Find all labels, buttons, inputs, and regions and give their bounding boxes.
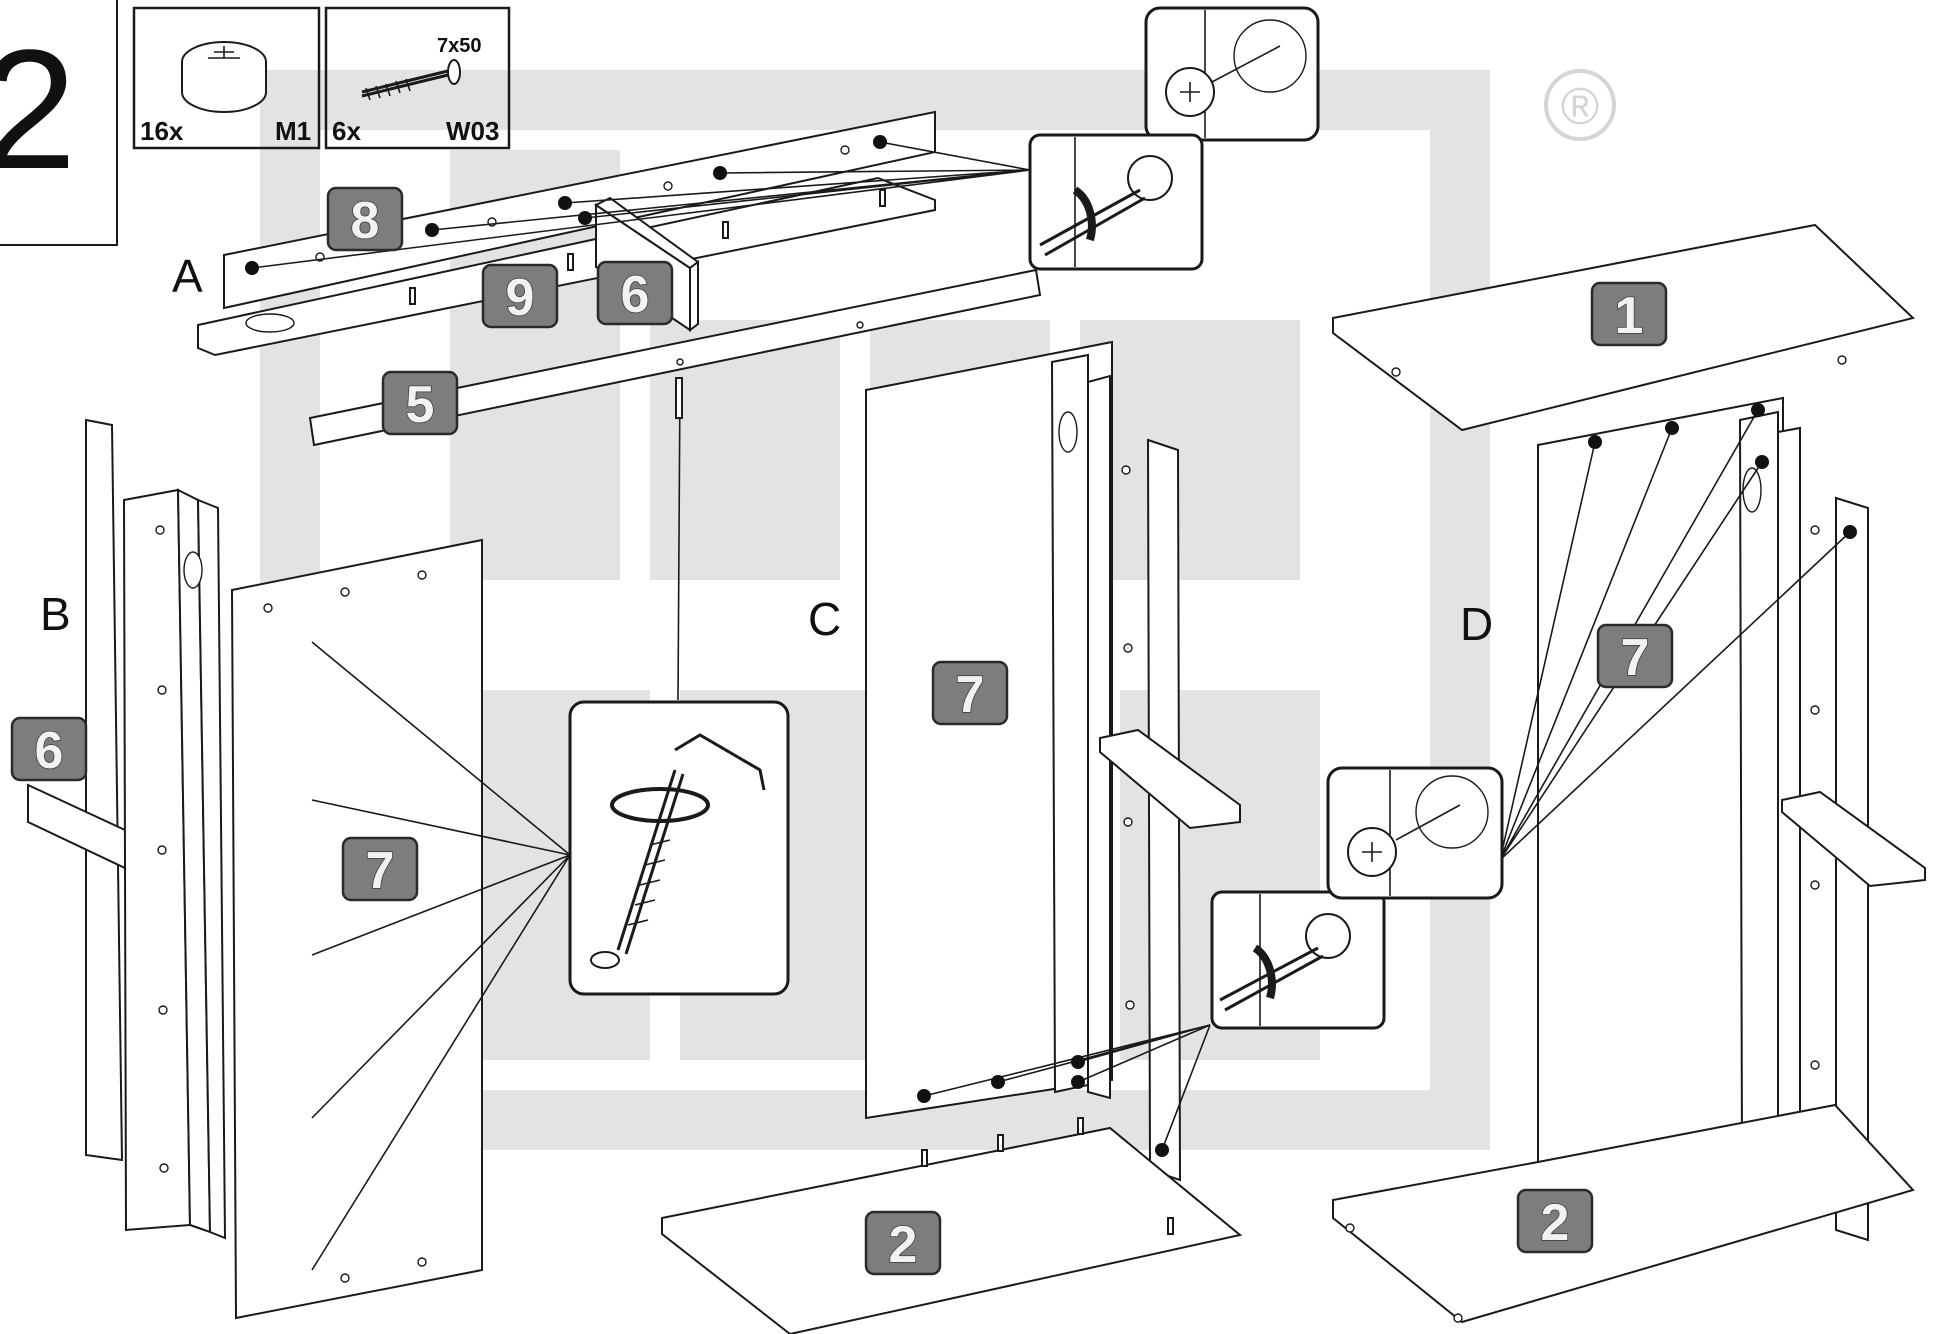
assembly-d-label: D	[1460, 598, 1493, 650]
step-number-box: 2	[0, 0, 118, 246]
svg-text:6: 6	[621, 266, 650, 324]
trademark-symbol: ®	[1561, 78, 1599, 136]
assembly-b: B	[27, 418, 790, 1320]
assembly-c-callout-lines	[917, 1024, 1211, 1157]
part-badge-d-1: 1	[1590, 281, 1668, 347]
cam-lock-detail-d	[1326, 766, 1504, 900]
svg-text:9: 9	[506, 269, 535, 327]
screw-code: W03	[446, 116, 499, 146]
screw-icon	[361, 59, 461, 101]
parts-legend-item-screw: 7x50 6x W03	[324, 6, 511, 150]
side-panel-c	[1050, 353, 1241, 1182]
side-panel-part-6-b	[27, 418, 126, 1162]
part-badge-b-6: 6	[10, 716, 88, 782]
part-badge-b-7: 7	[341, 836, 419, 902]
part-badge-d-7: 7	[1596, 623, 1674, 689]
rail-part-9	[197, 176, 936, 357]
cam-lock-qty: 16x	[140, 116, 184, 146]
hex-key-icon	[674, 733, 766, 791]
cam-lock-detail-a	[1144, 6, 1320, 142]
part-badge-a-5: 5	[381, 370, 459, 436]
back-panel-part-7-c	[865, 340, 1113, 1120]
screwdriver-detail-a	[1028, 133, 1204, 271]
back-panel-part-7-d	[1537, 396, 1926, 1242]
assembly-c-label: C	[808, 593, 841, 645]
svg-text:7: 7	[1621, 629, 1650, 687]
svg-text:2: 2	[1541, 1194, 1570, 1252]
svg-text:7: 7	[366, 842, 395, 900]
screw-size: 7x50	[437, 35, 482, 57]
svg-text:2: 2	[889, 1216, 918, 1274]
screwdriver-detail-c	[1210, 890, 1386, 1030]
part-badge-a-9: 9	[481, 263, 559, 329]
part-badge-d-2: 2	[1516, 1188, 1594, 1254]
step-number: 2	[0, 15, 77, 205]
rail-part-5	[308, 268, 1042, 447]
cam-lock-icon	[181, 41, 267, 113]
svg-text:7: 7	[956, 666, 985, 724]
svg-text:8: 8	[351, 192, 380, 250]
parts-legend-item-cam-lock: 16x M1	[132, 6, 321, 150]
screw-callout-line	[675, 377, 683, 701]
back-panel-part-7-b	[230, 538, 483, 1320]
assembly-c: C	[661, 340, 1386, 1334]
registered-mark: ®	[1544, 69, 1616, 141]
part-badge-a-8: 8	[326, 186, 404, 252]
part-badge-c-7: 7	[931, 660, 1009, 726]
screw-tighten-icon	[590, 769, 710, 969]
assembly-b-label: B	[40, 588, 71, 640]
cam-lock-code: M1	[275, 116, 311, 146]
svg-text:1: 1	[1615, 287, 1644, 345]
assembly-a-callout-lines	[245, 135, 1031, 275]
part-badge-a-6: 6	[596, 260, 674, 326]
screw-detail-b	[568, 700, 790, 996]
part-badge-c-2: 2	[864, 1210, 942, 1276]
assembly-a-label: A	[172, 250, 203, 302]
bottom-panel-part-2-c	[661, 1117, 1243, 1334]
assembly-a: A	[172, 6, 1320, 447]
assembly-b-callout-lines	[311, 641, 571, 1271]
bottom-panel-part-2-d	[1332, 1103, 1915, 1324]
svg-text:5: 5	[406, 376, 435, 434]
screw-qty: 6x	[332, 116, 361, 146]
assembly-d: D	[1326, 223, 1926, 1324]
svg-text:6: 6	[35, 722, 64, 780]
parts-legend: 16x M1 7x50 6x W03	[132, 6, 511, 150]
side-panel-b	[122, 488, 227, 1240]
